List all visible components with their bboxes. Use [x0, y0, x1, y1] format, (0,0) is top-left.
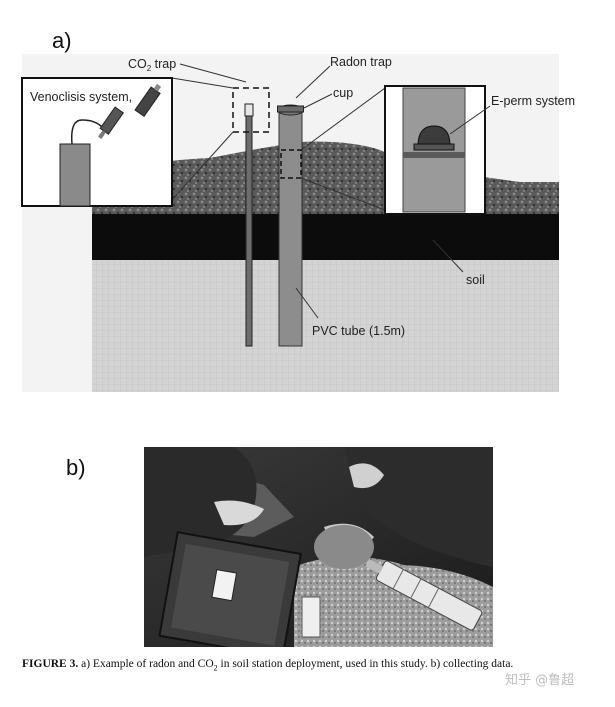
eperm-chamber-icon — [417, 125, 451, 147]
rocks — [294, 556, 493, 647]
hand-left — [214, 500, 264, 526]
co2-trap-label: CO2 trap — [128, 57, 176, 73]
figure-caption: FIGURE 3. a) Example of radon and CO2 in… — [22, 658, 514, 673]
person-left — [144, 447, 257, 557]
radon-trap-label: Radon trap — [330, 55, 392, 69]
co2-probe-tube — [245, 107, 253, 347]
syringe-icon — [98, 106, 125, 139]
figure-label: FIGURE 3. — [22, 658, 79, 670]
hand-right — [349, 463, 384, 489]
eperm-label: E-perm system — [491, 94, 575, 108]
display-panel — [211, 569, 238, 602]
co2-trap-cap — [244, 103, 254, 117]
soil-station-diagram: Venoclisis system, CO2 trap Radon trap c… — [21, 54, 575, 392]
venoclisis-label: Venoclisis system, — [30, 90, 132, 104]
field-photo — [144, 447, 493, 647]
cup-label: cup — [333, 86, 353, 100]
soil-label: soil — [466, 273, 485, 287]
eperm-inset — [384, 85, 491, 215]
venoclisis-inset: Venoclisis system, — [21, 77, 173, 207]
radon-trap-highlight — [280, 149, 302, 179]
soil-layer — [92, 260, 559, 392]
watermark: 知乎 @鲁超 — [505, 673, 575, 688]
syringe — [365, 559, 483, 631]
panel-b-label: b) — [66, 455, 86, 480]
instrument-box — [158, 531, 302, 647]
pvc-tube — [278, 109, 303, 347]
venoclisis-bottle — [59, 143, 91, 207]
pvc-tube-label: PVC tube (1.5m) — [312, 324, 405, 338]
panel-a-label: a) — [52, 28, 72, 53]
dark-soil-layer — [92, 214, 559, 260]
syringe-top-icon — [134, 83, 162, 118]
